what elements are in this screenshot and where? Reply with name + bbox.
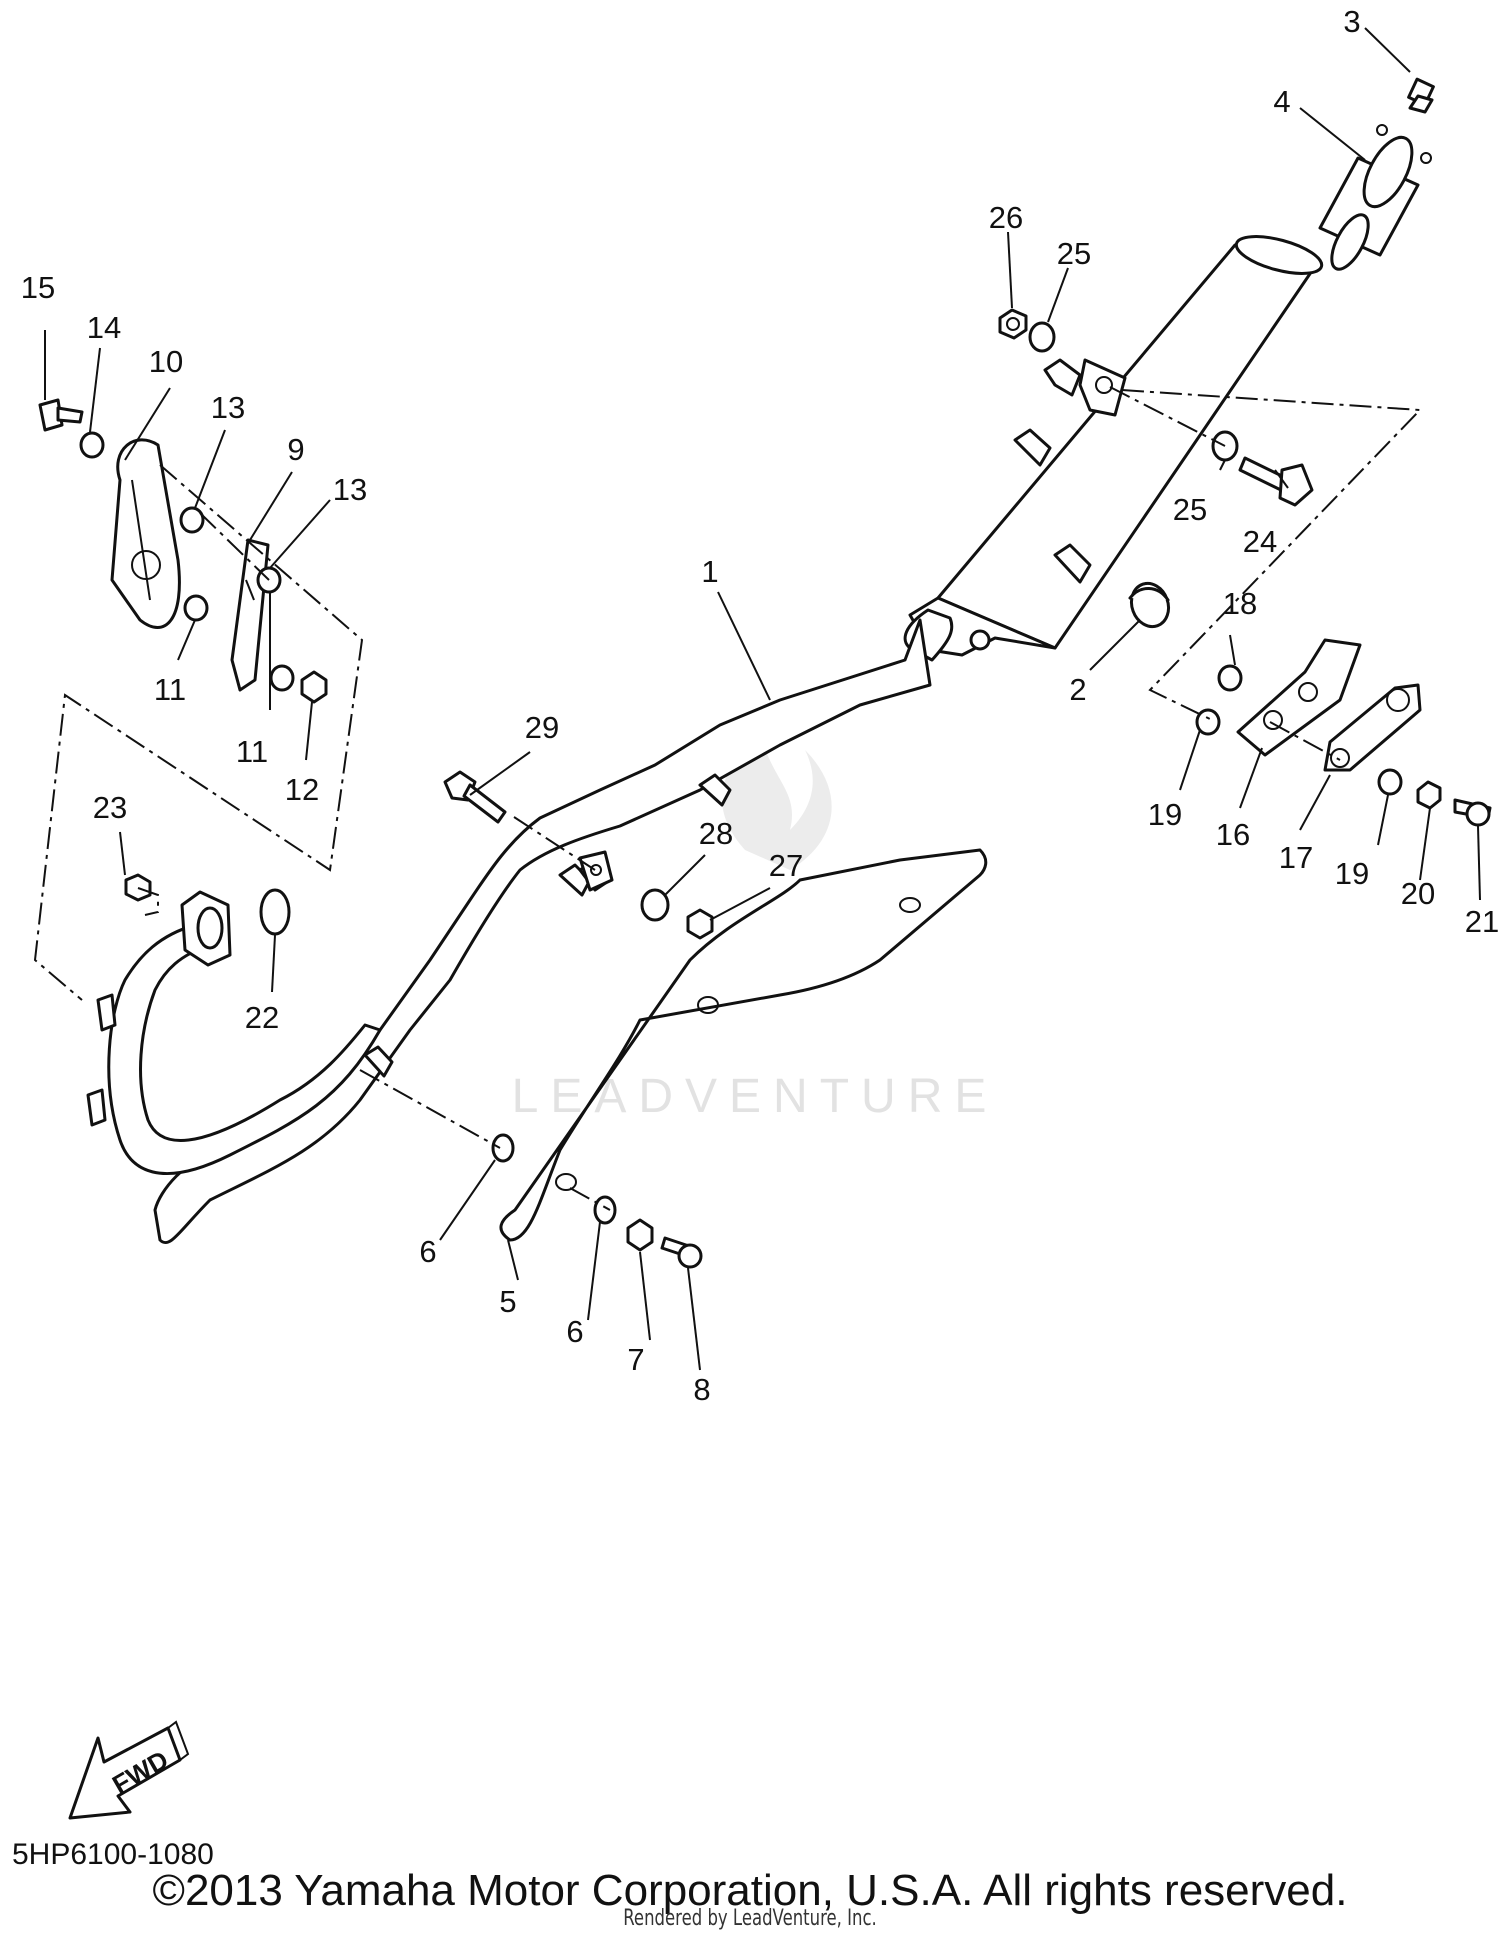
callout-6-left: 6 xyxy=(419,1234,436,1269)
alignment-lines xyxy=(33,386,1423,1211)
callout-25-upper: 25 xyxy=(1057,236,1091,271)
callout-19-left: 19 xyxy=(1148,797,1182,832)
callout-7: 7 xyxy=(627,1342,644,1377)
callout-10: 10 xyxy=(149,344,183,379)
callout-12: 12 xyxy=(285,772,319,807)
protector-group-9-15 xyxy=(38,398,328,704)
callout-4: 4 xyxy=(1273,84,1290,119)
callout-18: 18 xyxy=(1223,586,1257,621)
callout-labels: 3 4 26 25 25 24 1 2 18 19 16 17 19 20 21… xyxy=(21,4,1499,1407)
callout-29: 29 xyxy=(525,710,559,745)
tail-pipe-insert xyxy=(1318,124,1432,271)
damper-2 xyxy=(1128,581,1171,629)
callout-19-right: 19 xyxy=(1335,856,1369,891)
callout-2: 2 xyxy=(1069,672,1086,707)
fwd-direction-arrow: FWD xyxy=(68,1720,190,1820)
watermark: LEADVENTURE xyxy=(512,730,999,1123)
bolt-3 xyxy=(1407,77,1435,114)
fastener-group-24-26 xyxy=(998,308,1314,507)
callout-17: 17 xyxy=(1279,840,1313,875)
callout-25-lower: 25 xyxy=(1173,492,1207,527)
callout-26: 26 xyxy=(989,200,1023,235)
protector-plate-5 xyxy=(491,848,988,1269)
callout-22: 22 xyxy=(245,1000,279,1035)
callout-1: 1 xyxy=(701,554,718,589)
rendered-by-notice: Rendered by LeadVenture, Inc. xyxy=(623,1906,877,1931)
callout-3: 3 xyxy=(1343,4,1360,39)
callout-5: 5 xyxy=(499,1284,516,1319)
callout-28: 28 xyxy=(699,816,733,851)
bracket-set-16-21 xyxy=(1195,638,1492,827)
gasket-and-fasteners xyxy=(124,770,714,967)
watermark-text: LEADVENTURE xyxy=(512,1070,999,1123)
callout-24: 24 xyxy=(1243,524,1277,559)
callout-8: 8 xyxy=(693,1372,710,1407)
callout-15: 15 xyxy=(21,270,55,305)
callout-23: 23 xyxy=(93,790,127,825)
diagram-code: 5HP6100-1080 xyxy=(12,1838,214,1871)
copyright-notice: ©2013 Yamaha Motor Corporation, U.S.A. A… xyxy=(152,1866,1348,1915)
leader-lines xyxy=(44,27,1481,1371)
callout-11-left: 11 xyxy=(154,672,186,707)
muffler-exhaust-pipe xyxy=(86,235,1324,1244)
callout-16: 16 xyxy=(1216,817,1250,852)
callout-6-right: 6 xyxy=(566,1314,583,1349)
callout-14: 14 xyxy=(87,310,121,345)
callout-21: 21 xyxy=(1465,904,1499,939)
callout-13-right: 13 xyxy=(333,472,367,507)
callout-9: 9 xyxy=(287,432,304,467)
callout-13-left: 13 xyxy=(211,390,245,425)
callout-27: 27 xyxy=(769,848,803,883)
callout-20: 20 xyxy=(1401,876,1435,911)
callout-11-right: 11 xyxy=(236,734,268,769)
